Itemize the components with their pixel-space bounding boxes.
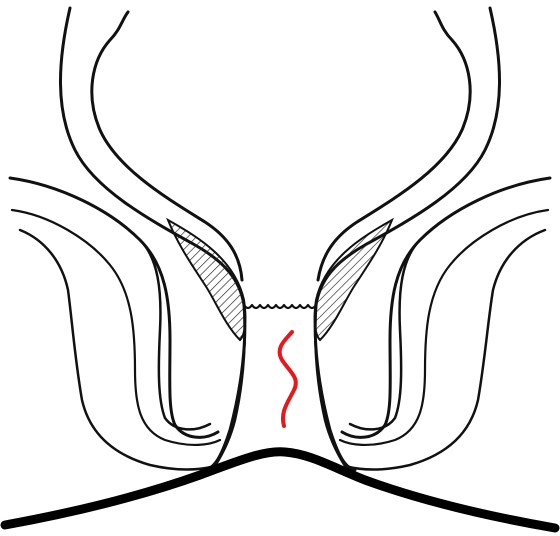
dentate-line	[244, 305, 316, 308]
right-rectal-wall	[315, 8, 499, 470]
left-hatched-sphincter	[168, 220, 245, 340]
right-hatched-sphincter	[315, 220, 392, 340]
left-sphincter-muscles	[10, 178, 220, 470]
right-sphincter-muscles	[340, 178, 550, 470]
anal-fissure	[280, 332, 296, 426]
left-rectal-wall	[60, 8, 244, 470]
perianal-skin	[5, 452, 555, 528]
